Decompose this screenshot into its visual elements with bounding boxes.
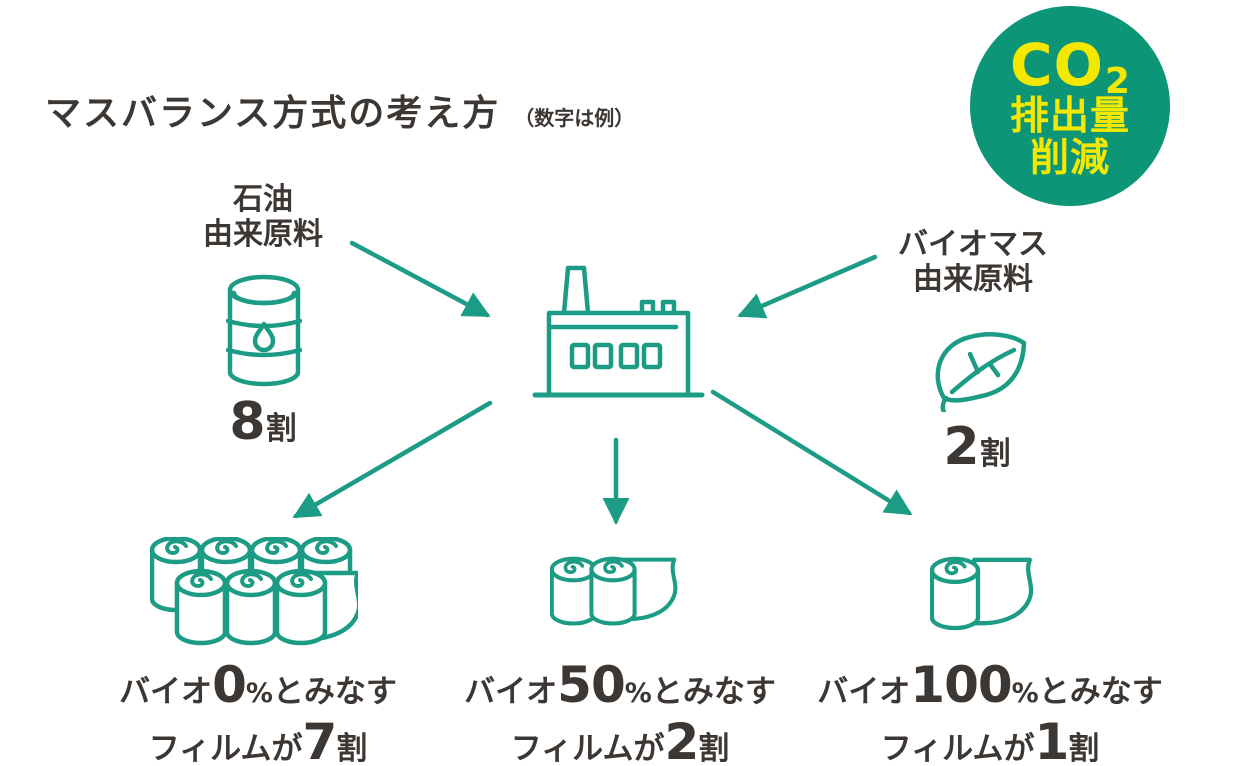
petroleum-label: 石油 由来原料 xyxy=(163,182,363,252)
caption-text: バイオ xyxy=(817,674,911,710)
film-share-value: 2 xyxy=(664,713,699,766)
co2-badge-formula: CO2 xyxy=(1010,34,1130,100)
biomass-label-line2: 由来原料 xyxy=(913,261,1033,297)
caption-text: フィルムが xyxy=(880,731,1035,766)
caption-text: バイオ xyxy=(464,674,558,710)
caption-text: バイオ xyxy=(119,674,213,710)
caption-text: とみなす xyxy=(651,674,776,710)
biomass-share-unit: 割 xyxy=(979,436,1011,472)
title-row: マスバランス方式の考え方 （数字は例） xyxy=(45,84,634,136)
film-rolls-2-icon xyxy=(550,556,685,636)
film-share-value: 1 xyxy=(1034,713,1069,766)
caption-text: とみなす xyxy=(1038,674,1163,710)
percent-sign: % xyxy=(1011,678,1039,709)
petroleum-share-number: 8 xyxy=(229,392,266,452)
biomass-label: バイオマス 由来原料 xyxy=(873,227,1073,297)
petroleum-label-line2: 由来原料 xyxy=(203,216,323,252)
caption-text: フィルムが xyxy=(510,731,665,766)
bio-percent-value: 100 xyxy=(910,656,1012,714)
co2-badge-line2: 排出量 xyxy=(1009,94,1130,140)
share-unit: 割 xyxy=(698,731,730,766)
page-title: マスバランス方式の考え方 xyxy=(45,93,501,134)
caption-text: とみなす xyxy=(272,674,397,710)
product-0-caption: バイオ0%とみなす フィルムが7割 xyxy=(58,660,458,766)
petroleum-label-line1: 石油 xyxy=(233,182,293,217)
percent-sign: % xyxy=(245,678,273,709)
leaf-icon xyxy=(935,332,1027,412)
arrow-biomass-to-factory xyxy=(737,254,878,319)
biomass-share-number: 2 xyxy=(943,417,980,477)
page-subtitle: （数字は例） xyxy=(514,106,635,130)
product-1-caption-line2: フィルムが2割 xyxy=(420,717,820,766)
film-rolls-7-icon xyxy=(150,537,358,649)
co2-badge-line3: 削減 xyxy=(1029,135,1110,181)
biomass-share: 2割 xyxy=(877,421,1077,473)
product-2-caption: バイオ100%とみなす フィルムが1割 xyxy=(790,660,1190,766)
co2-reduction-badge: CO2 排出量 削減 xyxy=(970,6,1170,206)
bio-percent-value: 50 xyxy=(557,656,626,714)
product-1-caption: バイオ50%とみなす フィルムが2割 xyxy=(420,660,820,766)
percent-sign: % xyxy=(624,678,652,709)
biomass-label-line1: バイオマス xyxy=(898,227,1048,262)
film-share-value: 7 xyxy=(302,713,337,766)
product-2-caption-line2: フィルムが1割 xyxy=(790,717,1190,766)
arrow-petroleum-to-factory xyxy=(349,240,491,318)
co2-subscript: 2 xyxy=(1104,60,1131,102)
petroleum-share-unit: 割 xyxy=(265,411,297,447)
share-unit: 割 xyxy=(336,731,368,766)
product-2-caption-line1: バイオ100%とみなす xyxy=(790,660,1190,710)
bio-percent-value: 0 xyxy=(212,656,247,714)
product-0-caption-line2: フィルムが7割 xyxy=(58,717,458,766)
factory-icon xyxy=(532,265,705,398)
petroleum-share: 8割 xyxy=(163,396,363,448)
share-unit: 割 xyxy=(1068,731,1100,766)
product-1-caption-line1: バイオ50%とみなす xyxy=(420,660,820,710)
co2-text: CO xyxy=(1010,30,1104,99)
oil-drum-icon xyxy=(226,274,302,387)
product-0-caption-line1: バイオ0%とみなす xyxy=(58,660,458,710)
film-roll-1-icon xyxy=(930,556,1040,638)
caption-text: フィルムが xyxy=(148,731,303,766)
